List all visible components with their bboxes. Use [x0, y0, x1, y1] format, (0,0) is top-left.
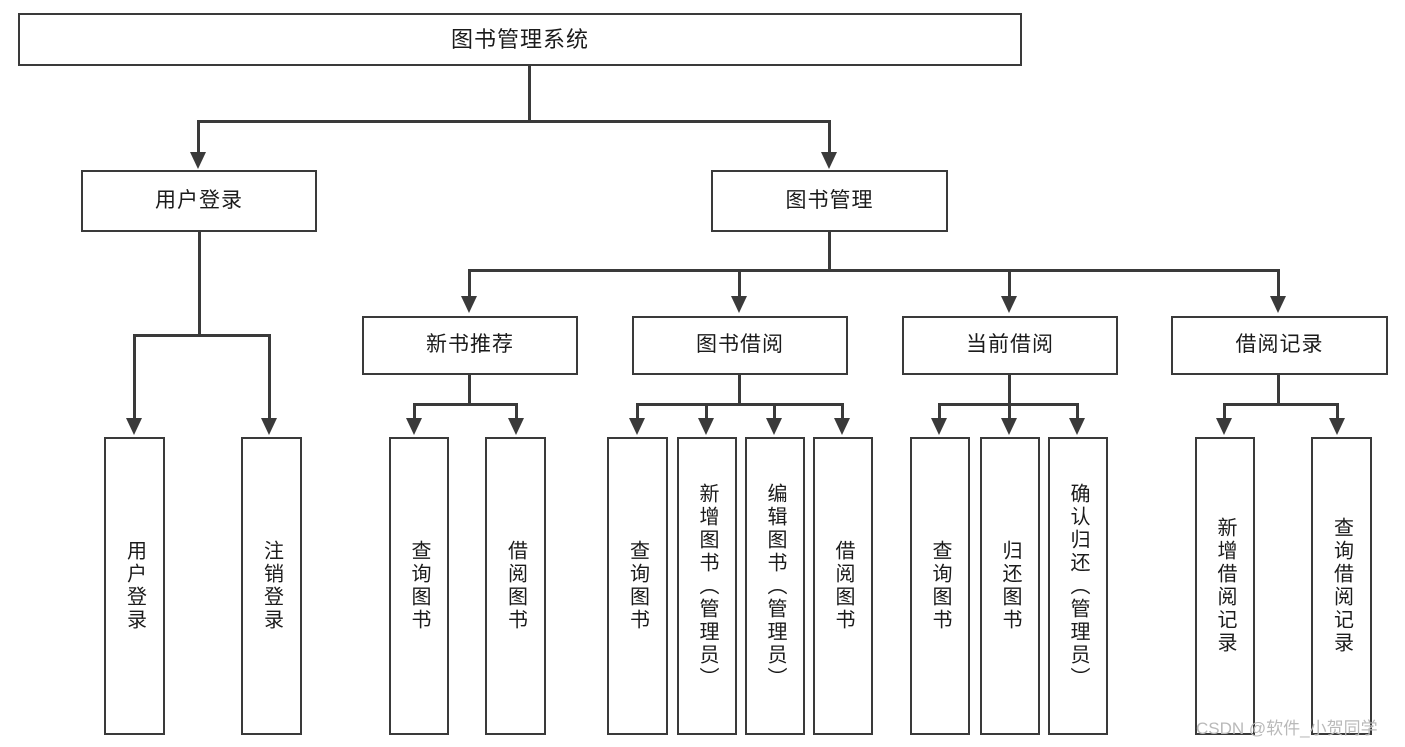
node-label: 查询图书	[626, 540, 649, 632]
connector-bookmgmt-stem	[828, 232, 831, 272]
connector-login-stem	[198, 232, 201, 336]
node-root-system[interactable]: 图书管理系统	[18, 13, 1022, 66]
node-label: 查询图书	[408, 540, 430, 632]
connector-bookmgmt-to-current	[1008, 269, 1011, 297]
connector-bookmgmt-to-new	[468, 269, 471, 297]
node-new-book-recommend[interactable]: 新书推荐	[362, 316, 578, 375]
leaf-query-book-borrow[interactable]: 查询图书	[607, 437, 668, 735]
connector-newbook-stem	[468, 375, 471, 405]
node-label: 借阅记录	[1235, 333, 1324, 357]
connector-borrow-bar	[636, 403, 844, 406]
connector-root-to-bookmgmt	[828, 120, 831, 153]
connector-borrow-leaf3	[773, 403, 776, 419]
arrow-icon-newbook-leaf2	[508, 418, 524, 435]
csdn-watermark: CSDN @软件_小贺同学	[1196, 719, 1378, 738]
arrow-icon-borrow-leaf2	[698, 418, 714, 435]
connector-login-to-leaf1	[133, 334, 136, 419]
leaf-query-book-newbook[interactable]: 查询图书	[389, 437, 449, 735]
connector-newbook-bar	[413, 403, 518, 406]
connector-borrow-stem	[738, 375, 741, 405]
node-label: 注销登录	[260, 540, 283, 632]
node-label: 查询图书	[929, 540, 951, 632]
arrow-icon-bookmgmt-current	[1001, 296, 1017, 313]
node-label: 归还图书	[999, 540, 1021, 632]
node-label: 编辑图书（管理员）	[764, 482, 786, 690]
arrow-icon-bookmgmt-borrow	[731, 296, 747, 313]
leaf-logout[interactable]: 注销登录	[241, 437, 302, 735]
node-label: 当前借阅	[966, 333, 1054, 357]
arrow-icon-borrow-leaf4	[834, 418, 850, 435]
node-label: 图书管理系统	[450, 26, 589, 52]
leaf-query-book-current[interactable]: 查询图书	[910, 437, 970, 735]
node-label: 用户登录	[123, 540, 146, 632]
node-label: 借阅图书	[832, 540, 854, 632]
connector-record-stem	[1277, 375, 1280, 405]
node-user-login[interactable]: 用户登录	[81, 170, 317, 232]
node-label: 图书借阅	[696, 333, 784, 357]
leaf-user-login[interactable]: 用户登录	[104, 437, 165, 735]
arrow-icon-current-leaf3	[1069, 418, 1085, 435]
leaf-return-book[interactable]: 归还图书	[980, 437, 1040, 735]
connector-newbook-leaf1	[413, 403, 416, 419]
node-label: 用户登录	[155, 188, 243, 212]
connector-current-leaf3	[1076, 403, 1079, 419]
leaf-edit-book-admin[interactable]: 编辑图书（管理员）	[745, 437, 805, 735]
connector-newbook-leaf2	[515, 403, 518, 419]
leaf-borrow-book[interactable]: 借阅图书	[813, 437, 873, 735]
arrow-icon-root-to-login	[190, 152, 206, 169]
node-label: 确认归还（管理员）	[1067, 482, 1089, 690]
connector-current-stem	[1008, 375, 1011, 405]
arrow-icon-bookmgmt-record	[1270, 296, 1286, 313]
connector-bookmgmt-to-borrow	[738, 269, 741, 297]
connector-login-to-leaf2	[268, 334, 271, 419]
connector-record-bar	[1223, 403, 1339, 406]
node-book-management[interactable]: 图书管理	[711, 170, 948, 232]
connector-record-leaf2	[1336, 403, 1339, 419]
connector-current-leaf2	[1008, 403, 1011, 419]
node-label: 新增借阅记录	[1214, 517, 1236, 655]
arrow-icon-record-leaf2	[1329, 418, 1345, 435]
connector-borrow-leaf1	[636, 403, 639, 419]
node-label: 借阅图书	[504, 540, 527, 632]
connector-bookmgmt-to-record	[1277, 269, 1280, 297]
arrow-icon-login-leaf2	[261, 418, 277, 435]
connector-borrow-leaf4	[841, 403, 844, 419]
arrow-icon-root-to-bookmgmt	[821, 152, 837, 169]
leaf-query-borrow-record[interactable]: 查询借阅记录	[1311, 437, 1372, 735]
connector-root-to-login	[197, 120, 200, 153]
arrow-icon-current-leaf1	[931, 418, 947, 435]
connector-root-bar	[197, 120, 831, 123]
arrow-icon-record-leaf1	[1216, 418, 1232, 435]
node-borrow-record[interactable]: 借阅记录	[1171, 316, 1388, 375]
node-book-borrow[interactable]: 图书借阅	[632, 316, 848, 375]
node-label: 查询借阅记录	[1330, 517, 1353, 655]
connector-borrow-leaf2	[705, 403, 708, 419]
connector-current-leaf1	[938, 403, 941, 419]
arrow-icon-newbook-leaf1	[406, 418, 422, 435]
leaf-add-book-admin[interactable]: 新增图书（管理员）	[677, 437, 737, 735]
node-label: 新增图书（管理员）	[696, 482, 718, 690]
connector-record-leaf1	[1223, 403, 1226, 419]
node-label: 新书推荐	[426, 333, 514, 357]
leaf-borrow-book-newbook[interactable]: 借阅图书	[485, 437, 546, 735]
connector-login-bar	[133, 334, 271, 337]
arrow-icon-borrow-leaf3	[766, 418, 782, 435]
leaf-add-borrow-record[interactable]: 新增借阅记录	[1195, 437, 1255, 735]
arrow-icon-bookmgmt-new	[461, 296, 477, 313]
arrow-icon-login-leaf1	[126, 418, 142, 435]
arrow-icon-borrow-leaf1	[629, 418, 645, 435]
node-current-borrow[interactable]: 当前借阅	[902, 316, 1118, 375]
connector-bookmgmt-bar	[468, 269, 1280, 272]
arrow-icon-current-leaf2	[1001, 418, 1017, 435]
leaf-confirm-return-admin[interactable]: 确认归还（管理员）	[1048, 437, 1108, 735]
connector-root-stem	[528, 66, 531, 122]
node-label: 图书管理	[785, 188, 874, 212]
